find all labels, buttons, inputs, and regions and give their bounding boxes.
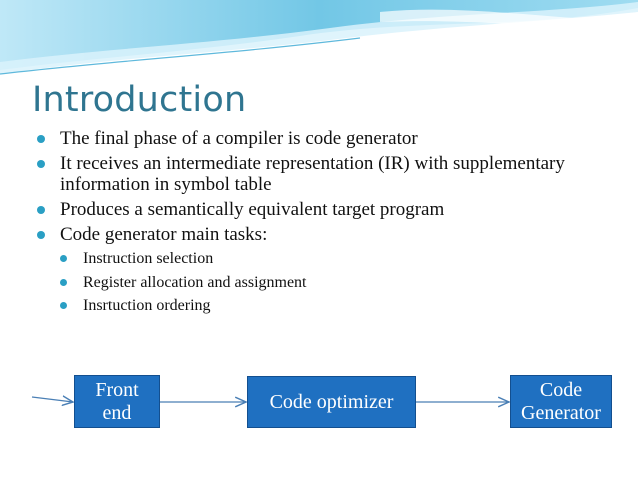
bullet-dot-icon xyxy=(60,255,67,262)
sub-bullet-list: Instruction selection Register allocatio… xyxy=(34,249,604,316)
bullet-text: Produces a semantically equivalent targe… xyxy=(60,199,445,220)
bullet-dot-icon xyxy=(37,231,45,239)
bullet-text: The final phase of a compiler is code ge… xyxy=(60,128,418,149)
bullet-dot-icon xyxy=(60,302,67,309)
slide-title: Introduction xyxy=(32,80,247,120)
front-end-box: Front end xyxy=(74,375,160,428)
sub-bullet-text: Register allocation and assignment xyxy=(83,273,307,291)
bullet-dot-icon xyxy=(60,278,67,286)
bullet-item: It receives an intermediate representati… xyxy=(34,153,604,195)
bullet-item: The final phase of a compiler is code ge… xyxy=(34,128,604,149)
code-generator-label-line1: Code xyxy=(539,378,583,401)
front-end-label-line1: Front xyxy=(95,378,139,401)
sub-bullet-item: Instruction selection xyxy=(34,249,604,269)
bullet-item: Produces a semantically equivalent targe… xyxy=(34,199,604,220)
bullet-text: It receives an intermediate representati… xyxy=(60,153,565,195)
sub-bullet-item: Insrtuction ordering xyxy=(34,296,604,316)
input-arrow xyxy=(31,397,73,402)
front-end-label-line2: end xyxy=(102,401,132,424)
code-optimizer-label: Code optimizer xyxy=(269,390,394,413)
code-generator-label-line2: Generator xyxy=(521,401,601,424)
code-generator-box: Code Generator xyxy=(510,375,612,428)
bullet-dot-icon xyxy=(37,135,45,143)
sub-bullet-text: Insrtuction ordering xyxy=(83,297,211,314)
bullet-text: Code generator main tasks: xyxy=(60,224,268,245)
sub-bullet-item: Register allocation and assignment xyxy=(34,273,604,293)
header-wave-decoration xyxy=(0,0,638,75)
bullet-item: Code generator main tasks: xyxy=(34,224,604,245)
bullet-list: The final phase of a compiler is code ge… xyxy=(34,128,604,320)
bullet-dot-icon xyxy=(37,206,45,214)
code-optimizer-box: Code optimizer xyxy=(247,376,416,428)
bullet-dot-icon xyxy=(37,160,45,168)
sub-bullet-text: Instruction selection xyxy=(83,250,214,267)
